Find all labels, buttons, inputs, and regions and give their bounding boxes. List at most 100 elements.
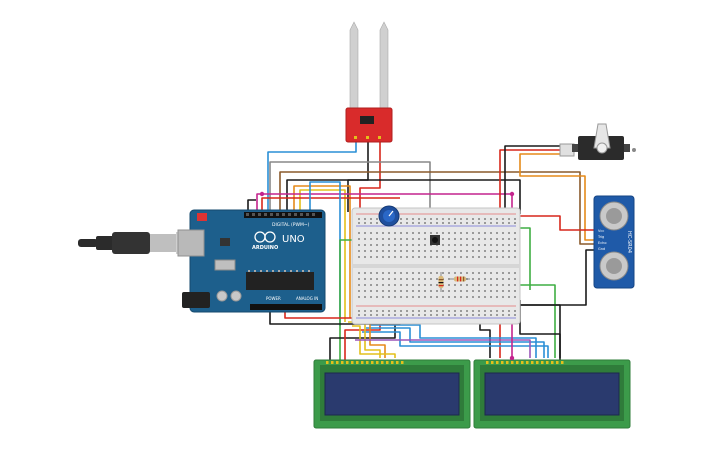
breadboard-hole xyxy=(466,284,468,286)
breadboard-hole xyxy=(412,296,414,298)
breadboard-hole xyxy=(478,238,480,240)
breadboard-hole xyxy=(388,290,390,292)
breadboard-hole xyxy=(514,222,516,224)
breadboard-hole xyxy=(412,256,414,258)
breadboard-hole xyxy=(448,314,450,316)
breadboard-hole xyxy=(484,314,486,316)
breadboard-hole xyxy=(418,278,420,280)
breadboard-hole xyxy=(430,278,432,280)
breadboard-hole xyxy=(394,272,396,274)
breadboard-hole xyxy=(382,272,384,274)
breadboard-hole xyxy=(400,314,402,316)
wire-top-black1 xyxy=(286,179,521,214)
breadboard-hole xyxy=(466,222,468,224)
breadboard-hole xyxy=(484,278,486,280)
lcd-pin xyxy=(336,361,339,364)
breadboard-hole xyxy=(448,238,450,240)
breadboard-hole xyxy=(424,296,426,298)
breadboard-hole xyxy=(496,218,498,220)
lcd-pin xyxy=(506,361,509,364)
breadboard-hole xyxy=(364,238,366,240)
lcd-pin xyxy=(536,361,539,364)
wire-lcd-blue3 xyxy=(362,331,549,358)
breadboard-hole xyxy=(370,290,372,292)
breadboard-hole xyxy=(514,272,516,274)
breadboard-hole xyxy=(388,314,390,316)
breadboard-hole xyxy=(472,296,474,298)
us-pin-gnd: Gnd xyxy=(598,247,605,251)
breadboard-hole xyxy=(502,256,504,258)
breadboard-hole xyxy=(430,290,432,292)
breadboard-hole xyxy=(412,310,414,312)
breadboard-hole xyxy=(376,290,378,292)
breadboard-hole xyxy=(460,232,462,234)
push-button xyxy=(430,235,440,245)
breadboard-hole xyxy=(436,314,438,316)
breadboard-hole xyxy=(478,296,480,298)
breadboard-hole xyxy=(478,310,480,312)
breadboard-hole xyxy=(484,284,486,286)
breadboard-hole xyxy=(472,278,474,280)
breadboard-hole xyxy=(388,310,390,312)
breadboard-hole xyxy=(508,244,510,246)
breadboard-hole xyxy=(454,296,456,298)
breadboard-hole xyxy=(490,238,492,240)
breadboard-hole xyxy=(454,218,456,220)
breadboard-hole xyxy=(448,296,450,298)
breadboard-hole xyxy=(442,244,444,246)
breadboard-hole xyxy=(508,232,510,234)
breadboard-hole xyxy=(430,232,432,234)
lcd-pin xyxy=(516,361,519,364)
breadboard-hole xyxy=(382,232,384,234)
breadboard-hole xyxy=(358,310,360,312)
breadboard-hole xyxy=(478,314,480,316)
breadboard-hole xyxy=(406,272,408,274)
breadboard-hole xyxy=(406,278,408,280)
breadboard-hole xyxy=(370,250,372,252)
breadboard-hole xyxy=(418,238,420,240)
breadboard-hole xyxy=(424,310,426,312)
breadboard-hole xyxy=(496,238,498,240)
breadboard-hole xyxy=(442,256,444,258)
lcd-pin xyxy=(371,361,374,364)
breadboard-hole xyxy=(418,256,420,258)
breadboard-hole xyxy=(388,278,390,280)
breadboard-hole xyxy=(400,310,402,312)
breadboard-hole xyxy=(484,310,486,312)
breadboard-hole xyxy=(376,296,378,298)
wire-top-brown xyxy=(279,171,600,245)
breadboard-hole xyxy=(454,256,456,258)
lcd-pin xyxy=(376,361,379,364)
breadboard-hole xyxy=(406,296,408,298)
breadboard-hole xyxy=(394,290,396,292)
breadboard-hole xyxy=(424,256,426,258)
breadboard-hole xyxy=(466,314,468,316)
breadboard-hole xyxy=(412,244,414,246)
breadboard-hole xyxy=(412,290,414,292)
breadboard-hole xyxy=(418,244,420,246)
breadboard-hole xyxy=(370,244,372,246)
breadboard-hole xyxy=(442,218,444,220)
breadboard-hole xyxy=(478,290,480,292)
breadboard-hole xyxy=(412,218,414,220)
breadboard-hole xyxy=(430,284,432,286)
breadboard-hole xyxy=(514,314,516,316)
breadboard-hole xyxy=(478,272,480,274)
breadboard-hole xyxy=(364,232,366,234)
breadboard-hole xyxy=(412,222,414,224)
breadboard-hole xyxy=(388,238,390,240)
breadboard-hole xyxy=(460,238,462,240)
breadboard-hole xyxy=(376,222,378,224)
breadboard-hole xyxy=(424,238,426,240)
breadboard-hole xyxy=(418,222,420,224)
breadboard-hole xyxy=(496,284,498,286)
breadboard-hole xyxy=(370,272,372,274)
breadboard-hole xyxy=(508,218,510,220)
breadboard-hole xyxy=(460,250,462,252)
breadboard-hole xyxy=(484,272,486,274)
breadboard-hole xyxy=(382,278,384,280)
wire-top-red xyxy=(261,197,400,210)
breadboard-hole xyxy=(502,296,504,298)
breadboard-hole xyxy=(490,272,492,274)
breadboard-hole xyxy=(394,232,396,234)
